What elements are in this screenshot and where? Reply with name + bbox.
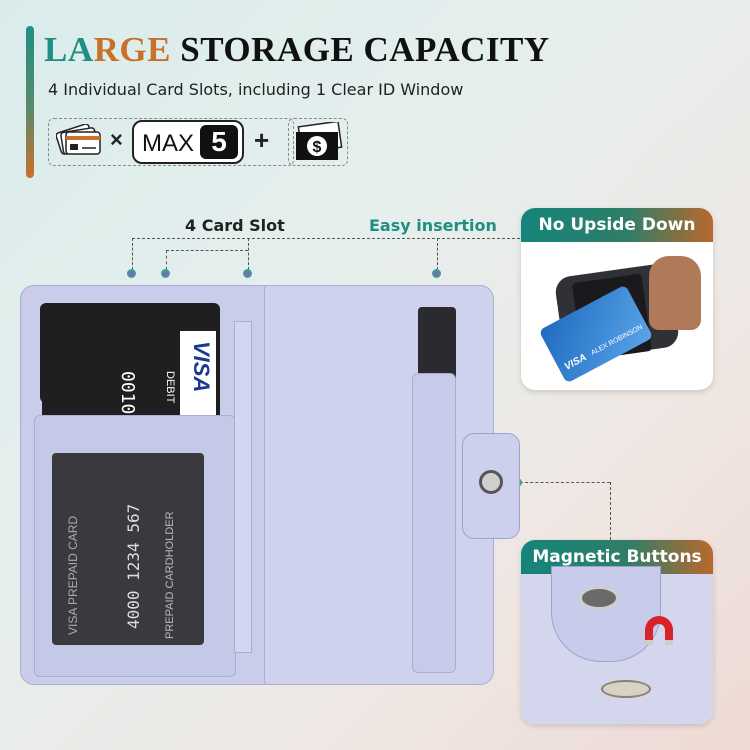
callout-line-top <box>132 238 520 239</box>
magnetic-buttons-panel: Magnetic Buttons <box>521 540 713 724</box>
no-upside-down-title: No Upside Down <box>521 208 713 242</box>
callout-drop-2 <box>166 250 167 270</box>
magnetic-line <box>520 482 610 483</box>
headline-part1: LA <box>44 30 94 69</box>
wallet-image: 0010 DEBIT VISA VISA PREPAID CARD 4000 1… <box>20 285 520 685</box>
id-window-holder: PREPAID CARDHOLDER <box>164 511 176 639</box>
times-symbol: × <box>110 127 123 152</box>
horseshoe-magnet-icon <box>639 614 679 648</box>
magnet-stud-icon <box>579 586 619 610</box>
card-slot-label: 4 Card Slot <box>185 216 285 235</box>
callout-drop-4 <box>437 238 438 270</box>
max-label: MAX <box>142 130 195 157</box>
id-window: VISA PREPAID CARD 4000 1234 567 PREPAID … <box>52 453 204 645</box>
phone-card-brand: VISA <box>562 352 589 373</box>
plus-symbol: + <box>254 125 270 155</box>
max-number: 5 <box>200 125 238 159</box>
svg-text:$: $ <box>313 139 322 156</box>
visa-logo: VISA <box>189 341 214 393</box>
magnetic-button-icon <box>479 470 503 494</box>
callout-drop-1 <box>132 238 133 270</box>
callout-dot-2 <box>161 269 170 278</box>
id-window-number: 4000 1234 567 <box>124 503 143 629</box>
hand-icon <box>649 256 701 330</box>
subtitle: 4 Individual Card Slots, including 1 Cle… <box>48 80 464 99</box>
callout-dot-4 <box>432 269 441 278</box>
headline: LARGE STORAGE CAPACITY <box>44 30 550 70</box>
middle-slot <box>234 321 252 653</box>
id-window-text: VISA PREPAID CARD <box>66 515 80 635</box>
magnet-base-icon <box>601 680 651 698</box>
cash-capacity-box <box>288 118 348 166</box>
callout-dot-1 <box>127 269 136 278</box>
debit-label: DEBIT <box>164 371 176 404</box>
easy-insertion-label: Easy insertion <box>369 216 497 235</box>
right-pocket <box>412 373 456 673</box>
cash-icon: $ <box>292 120 344 162</box>
headline-part2: RGE <box>93 30 171 69</box>
no-upside-down-panel: No Upside Down VISA ALEX ROBINSON <box>521 208 713 390</box>
cards-icon <box>55 123 112 160</box>
debit-digits: 0010 <box>117 371 138 415</box>
wallet-right-leaf <box>264 285 494 685</box>
easy-insertion-text: Easy insertion <box>369 216 497 235</box>
accent-bar <box>26 26 34 178</box>
headline-part3: STORAGE CAPACITY <box>170 30 550 69</box>
magnetic-drop <box>610 482 611 540</box>
magnetic-flap <box>551 566 661 662</box>
callout-branch <box>166 250 248 251</box>
visa-strip: VISA <box>180 331 216 426</box>
callout-drop-3 <box>248 238 249 270</box>
cards-capacity-box <box>48 118 294 166</box>
callout-dot-3 <box>243 269 252 278</box>
max-pill: MAX 5 <box>132 120 244 164</box>
magnetic-tab <box>462 433 520 539</box>
